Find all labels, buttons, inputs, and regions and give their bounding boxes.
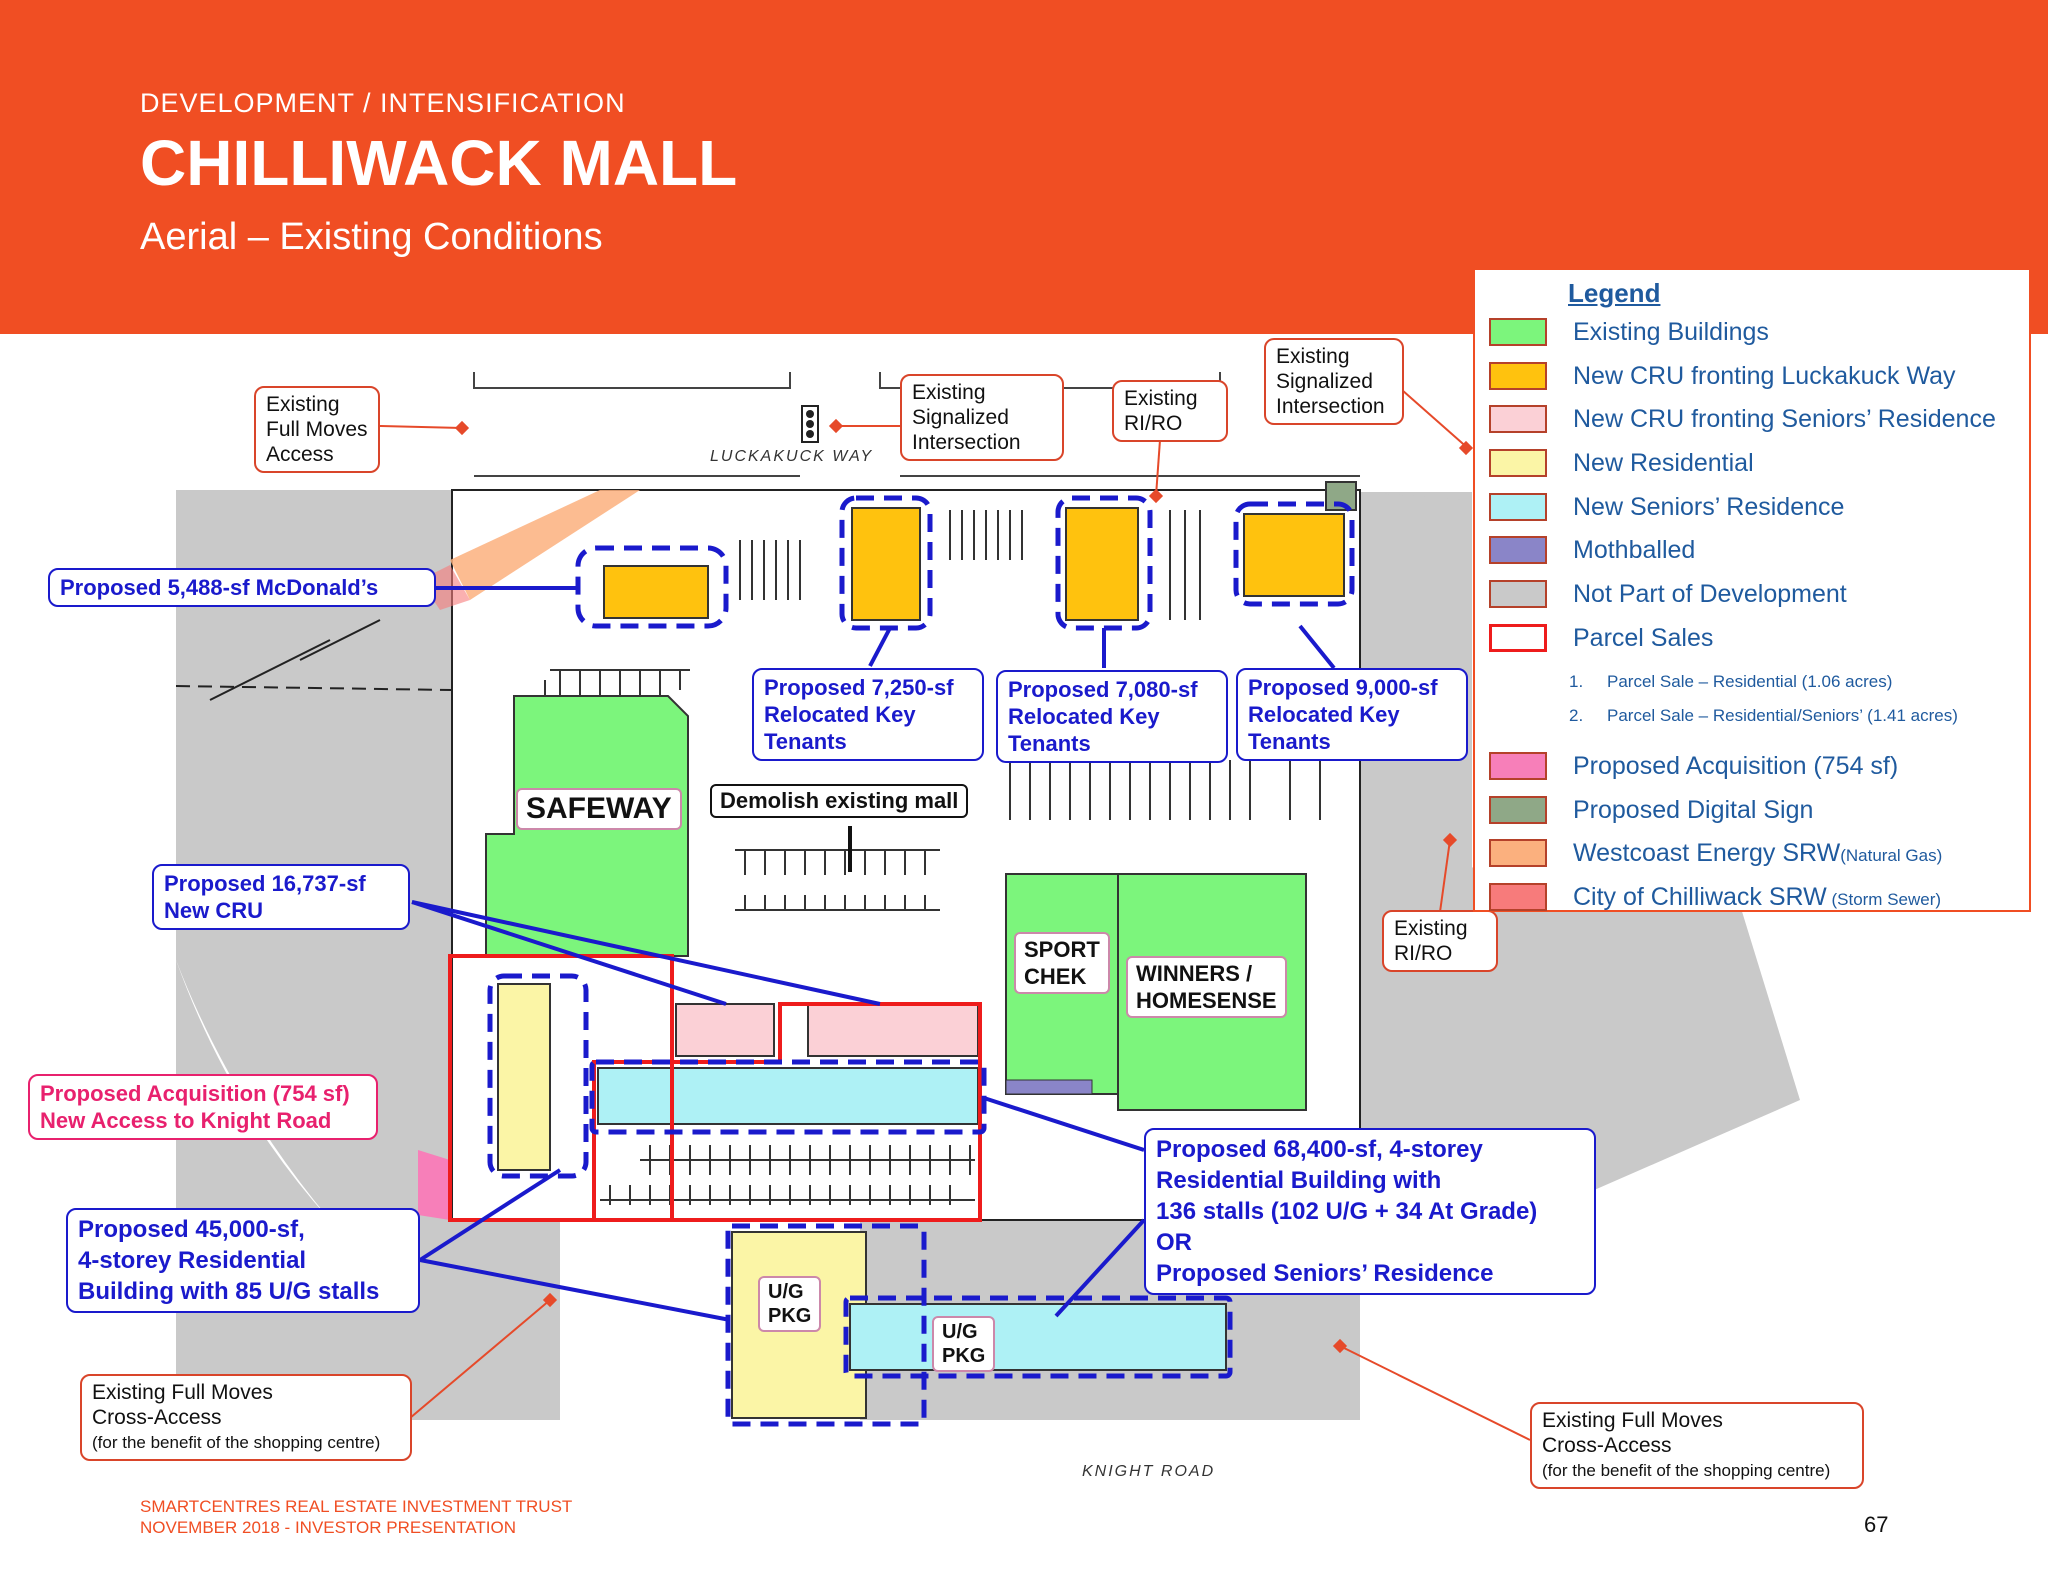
annotation-riro-1: Existing RI/RO bbox=[1112, 380, 1228, 442]
legend-swatch bbox=[1489, 362, 1547, 390]
legend-parcel-note-text: Parcel Sale – Residential/Seniors’ (1.41… bbox=[1607, 706, 1958, 725]
legend-label: New CRU fronting Luckakuck Way bbox=[1573, 362, 1956, 390]
legend-label: New Seniors’ Residence bbox=[1573, 493, 1845, 521]
acquisition-area bbox=[418, 1150, 450, 1220]
legend-swatch bbox=[1489, 318, 1547, 346]
pad-c2 bbox=[851, 507, 921, 621]
legend-swatch bbox=[1489, 449, 1547, 477]
legend-label: New CRU fronting Seniors’ Residence bbox=[1573, 405, 1996, 433]
legend-swatch bbox=[1489, 839, 1547, 867]
legend-title: Legend bbox=[1568, 278, 1661, 308]
residential-building-west bbox=[497, 983, 551, 1171]
page-title: CHILLIWACK MALL bbox=[140, 127, 738, 199]
callout-mcdonalds: Proposed 5,488-sf McDonald’s bbox=[48, 568, 436, 607]
legend-swatch bbox=[1489, 580, 1547, 608]
legend-swatch bbox=[1489, 405, 1547, 433]
label-ug-pkg-east: U/G PKG bbox=[932, 1316, 996, 1372]
legend-parcel-note-number: 2. bbox=[1569, 706, 1584, 725]
callout-new-cru: Proposed 16,737-sf New CRU bbox=[152, 864, 410, 930]
legend-parcel-note: 1. Parcel Sale – Residential (1.06 acres) bbox=[1569, 672, 1892, 692]
parcel-sale-2 bbox=[592, 1002, 982, 1222]
footer-event: NOVEMBER 2018 - INVESTOR PRESENTATION bbox=[140, 1518, 516, 1537]
callout-residential-45000: Proposed 45,000-sf, 4-storey Residential… bbox=[66, 1208, 420, 1313]
legend-label: City of Chilliwack SRW (Storm Sewer) bbox=[1573, 883, 1942, 911]
legend-parcel-note-text: Parcel Sale – Residential (1.06 acres) bbox=[1607, 672, 1893, 691]
legend-swatch bbox=[1489, 536, 1547, 564]
page-number: 67 bbox=[1864, 1512, 1889, 1537]
legend-label: Existing Buildings bbox=[1573, 318, 1769, 346]
legend-swatch bbox=[1489, 883, 1547, 911]
annotation-cross-access-right: Existing Full Moves Cross-Access (for th… bbox=[1530, 1402, 1864, 1489]
footer-company: SMARTCENTRES REAL ESTATE INVESTMENT TRUS… bbox=[140, 1497, 573, 1516]
mothballed-strip bbox=[1005, 1079, 1093, 1095]
parcel-sale-1 bbox=[448, 954, 674, 1222]
annotation-signalized-2: Existing Signalized Intersection bbox=[1264, 338, 1404, 425]
legend-label: Westcoast Energy SRW(Natural Gas) bbox=[1573, 839, 1943, 867]
outline-res-west bbox=[487, 973, 589, 1179]
cru-g2 bbox=[807, 1003, 979, 1057]
annotation-riro-2: Existing RI/RO bbox=[1382, 910, 1498, 972]
callout-7080: Proposed 7,080-sf Relocated Key Tenants bbox=[996, 670, 1228, 763]
label-winners-homesense: WINNERS / HOMESENSE bbox=[1126, 956, 1287, 1018]
label-safeway: SAFEWAY bbox=[516, 788, 682, 830]
legend-label: Proposed Digital Sign bbox=[1573, 796, 1814, 824]
cru-g1 bbox=[675, 1003, 775, 1057]
header-banner: DEVELOPMENT / INTENSIFICATION CHILLIWACK… bbox=[0, 0, 2048, 334]
mcdonalds-pad bbox=[603, 565, 709, 619]
legend-label: Parcel Sales bbox=[1573, 624, 1714, 652]
legend-parcel-note-number: 1. bbox=[1569, 672, 1584, 691]
parking-hatches bbox=[544, 510, 1321, 1205]
section-kicker: DEVELOPMENT / INTENSIFICATION bbox=[140, 88, 626, 118]
annotation-full-moves-access: Existing Full Moves Access bbox=[254, 386, 380, 473]
legend-label: Not Part of Development bbox=[1573, 580, 1847, 608]
callout-7250: Proposed 7,250-sf Relocated Key Tenants bbox=[752, 668, 984, 761]
outline-c2 bbox=[839, 495, 933, 631]
pad-d2 bbox=[1065, 507, 1139, 621]
outline-ug-west bbox=[725, 1223, 927, 1427]
outline-ug-east bbox=[843, 1295, 1233, 1379]
callout-acquisition: Proposed Acquisition (754 sf) New Access… bbox=[28, 1074, 378, 1140]
westcoast-srw bbox=[450, 490, 640, 600]
page-subtitle: Aerial – Existing Conditions bbox=[140, 216, 603, 258]
label-ug-pkg-west: U/G PKG bbox=[758, 1276, 822, 1332]
label-sport-chek: SPORT CHEK bbox=[1014, 932, 1110, 994]
annotation-signalized-1: Existing Signalized Intersection bbox=[900, 374, 1064, 461]
outline-e bbox=[1233, 501, 1355, 607]
legend-swatch bbox=[1489, 624, 1547, 652]
road-knight-road: KNIGHT ROAD bbox=[1082, 1463, 1216, 1480]
road-luckakuck-way: LUCKAKUCK WAY bbox=[710, 448, 874, 465]
ug-parking-east bbox=[849, 1303, 1227, 1371]
pad-e bbox=[1243, 513, 1345, 597]
callout-9000: Proposed 9,000-sf Relocated Key Tenants bbox=[1236, 668, 1468, 761]
callout-residential-68400: Proposed 68,400-sf, 4-storey Residential… bbox=[1144, 1128, 1596, 1295]
legend-swatch bbox=[1489, 796, 1547, 824]
legend-label-suffix: (Natural Gas) bbox=[1840, 846, 1943, 865]
legend-swatch bbox=[1489, 752, 1547, 780]
outline-seniors bbox=[589, 1059, 987, 1135]
legend-label: Proposed Acquisition (754 sf) bbox=[1573, 752, 1899, 780]
legend-label: New Residential bbox=[1573, 449, 1754, 477]
legend-label: Mothballed bbox=[1573, 536, 1696, 564]
parcel-gray-west bbox=[176, 490, 452, 1220]
legend-label-suffix: (Storm Sewer) bbox=[1826, 890, 1942, 909]
seniors-residence bbox=[597, 1067, 979, 1125]
label-demolish-mall: Demolish existing mall bbox=[710, 784, 969, 818]
footer: SMARTCENTRES REAL ESTATE INVESTMENT TRUS… bbox=[140, 1496, 572, 1538]
legend-parcel-note: 2. Parcel Sale – Residential/Seniors’ (1.… bbox=[1569, 706, 1958, 726]
legend-swatch bbox=[1489, 493, 1547, 521]
annotation-cross-access-left: Existing Full Moves Cross-Access (for th… bbox=[80, 1374, 412, 1461]
